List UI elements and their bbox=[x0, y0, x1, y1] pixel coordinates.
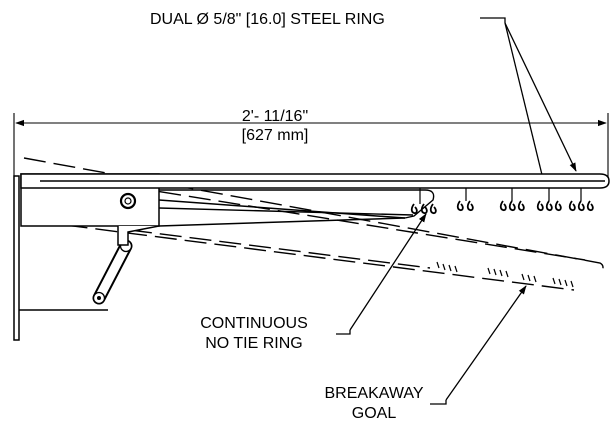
no-tie-ring-label-line1: CONTINUOUS bbox=[200, 315, 308, 332]
backplate bbox=[13, 175, 108, 341]
breakaway-goal-label-line1: BREAKAWAY bbox=[325, 385, 424, 402]
steel-ring-label: DUAL Ø 5/8" [16.0] STEEL RING bbox=[150, 11, 385, 28]
no-tie-ring-stems bbox=[419, 188, 582, 204]
breakaway-dashed-net-ties bbox=[436, 261, 574, 288]
steel-ring-leader bbox=[480, 17, 577, 184]
no-tie-ring-leader bbox=[336, 213, 427, 335]
dual-steel-ring bbox=[20, 173, 610, 189]
width-dimension bbox=[13, 113, 609, 180]
no-tie-ring-hooks bbox=[410, 200, 594, 215]
breakaway-goal-leader bbox=[430, 285, 527, 405]
support-arm bbox=[92, 239, 133, 305]
width-metric-label: [627 mm] bbox=[242, 127, 309, 144]
no-tie-ring-label-line2: NO TIE RING bbox=[205, 335, 303, 352]
pivot-pin bbox=[119, 192, 137, 210]
breakaway-goal-label-line2: GOAL bbox=[352, 405, 397, 422]
rim-brace bbox=[158, 189, 435, 219]
